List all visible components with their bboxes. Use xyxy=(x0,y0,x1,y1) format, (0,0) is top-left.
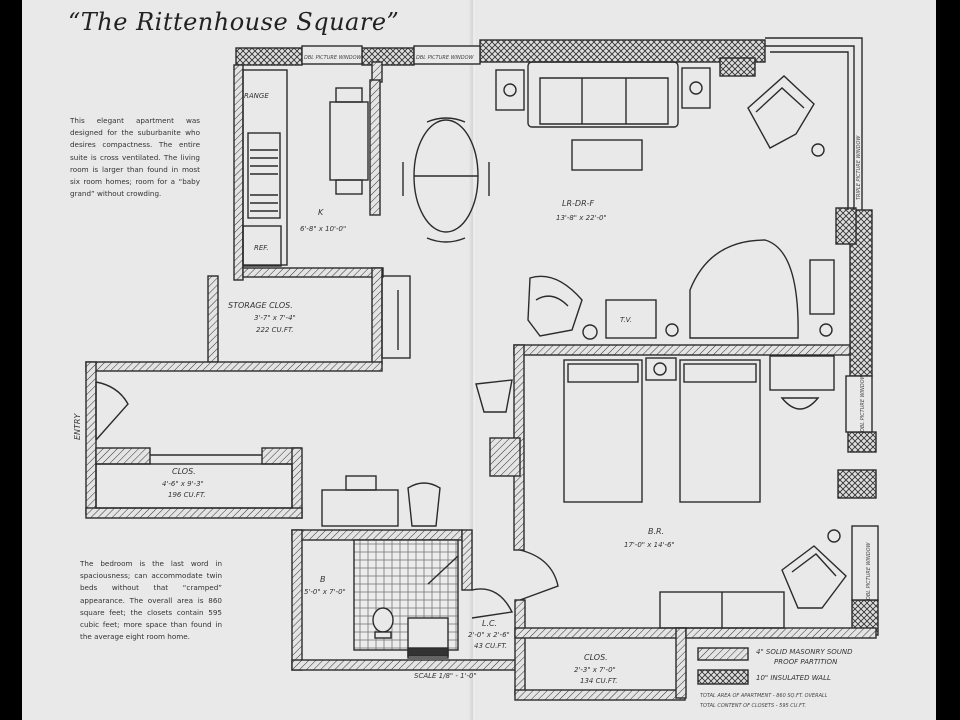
legend-masonry-line1: 4" SOLID MASONRY SOUND xyxy=(756,648,853,656)
entry-closet-outline xyxy=(95,454,293,509)
scale-label: SCALE 1/8" - 1'-0" xyxy=(414,672,477,680)
linen-closet-dims: 2'-0" x 2'-6" xyxy=(468,631,510,639)
range-label: RANGE xyxy=(244,92,269,100)
legend-total-area: TOTAL AREA OF APARTMENT - 860 SQ.FT. OVE… xyxy=(700,693,828,699)
hall-doors xyxy=(471,549,559,619)
living-name: LR-DR-F xyxy=(562,199,595,208)
bedroom-closet-name: CLOS. xyxy=(584,653,608,662)
legend-swatches xyxy=(697,647,749,685)
bedroom-closet-dims: 2'-3" x 7'-0" xyxy=(574,666,616,674)
hall-furniture xyxy=(321,475,441,527)
window-label-right-triple: TRIPLE PICTURE WINDOW xyxy=(856,135,862,200)
description-top: This elegant apartment was designed for … xyxy=(70,116,200,199)
ref-label: REF. xyxy=(254,244,269,252)
legend-insulated: 10" INSULATED WALL xyxy=(756,674,831,682)
kitchen-fixtures xyxy=(242,69,490,267)
living-dims: 13'-8" x 22'-0" xyxy=(556,214,607,222)
window-label-top-mid: DBL PICTURE WINDOW xyxy=(416,55,475,61)
window-label-top-left: DBL PICTURE WINDOW xyxy=(304,55,363,61)
bathroom-fixtures xyxy=(353,539,459,659)
bedroom-furniture xyxy=(563,355,847,629)
paper-fold-crease xyxy=(469,0,477,720)
bedroom-closet-volume: 134 CU.FT. xyxy=(580,677,618,685)
tv-label: T.V. xyxy=(620,316,632,324)
windows xyxy=(301,37,879,601)
description-bottom: The bedroom is the last word in spacious… xyxy=(80,559,222,642)
entry-closet-volume: 196 CU.FT. xyxy=(168,491,206,499)
window-label-right-dbl-1: DBL PICTURE WINDOW xyxy=(860,373,866,432)
legend-total-closets: TOTAL CONTENT OF CLOSETS - 595 CU.FT. xyxy=(700,703,806,709)
linen-closet-name: L.C. xyxy=(482,619,497,628)
entry-label: ENTRY xyxy=(73,413,82,440)
entry-closet-name: CLOS. xyxy=(172,467,196,476)
entry-door xyxy=(95,381,129,441)
plan-title: “The Rittenhouse Square” xyxy=(68,8,400,36)
legend-masonry-line2: PROOF PARTITION xyxy=(774,658,838,666)
window-label-right-dbl-2: DBL PICTURE WINDOW xyxy=(866,541,872,600)
bedroom-dims: 17'-0" x 14'-6" xyxy=(624,541,675,549)
insulated-walls xyxy=(235,39,879,636)
kitchen-dims: 6'-8" x 10'-0" xyxy=(300,225,346,233)
storage-closet-name: STORAGE CLOS. xyxy=(228,301,293,310)
bath-dims: 5'-0" x 7'-0" xyxy=(304,588,346,596)
storage-closet-volume: 222 CU.FT. xyxy=(256,326,294,334)
storage-closet-dims: 3'-7" x 7'-4" xyxy=(254,314,296,322)
storage-closet-shelves xyxy=(381,275,411,359)
living-furniture xyxy=(475,61,835,413)
kitchen-name: K xyxy=(318,208,324,217)
masonry-partitions xyxy=(85,61,877,701)
bedroom-name: B.R. xyxy=(648,527,664,536)
bath-name: B xyxy=(320,575,326,584)
entry-closet-dims: 4'-6" x 9'-3" xyxy=(162,480,204,488)
linen-closet-volume: 43 CU.FT. xyxy=(474,642,507,650)
